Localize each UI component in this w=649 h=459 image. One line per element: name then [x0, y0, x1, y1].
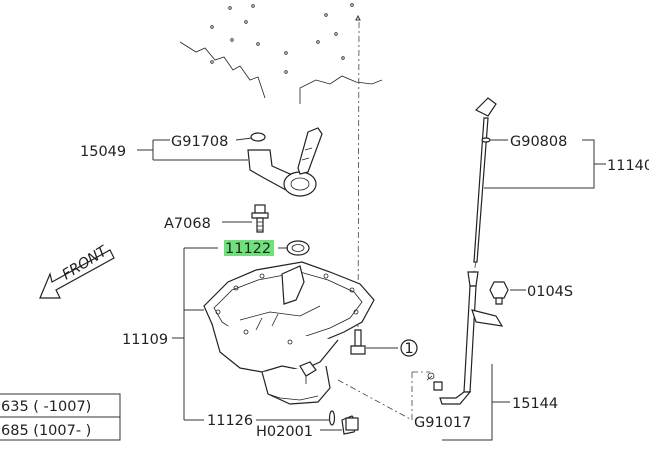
oil-strainer: [247, 127, 323, 197]
table-row-2: 685 (1007- ): [1, 423, 91, 439]
leader-lines: [137, 137, 606, 441]
ref-1-label: 1: [404, 341, 413, 357]
gasket-11122: [286, 240, 310, 256]
drain-plug: [328, 410, 359, 435]
bolt-ref1: [350, 329, 366, 355]
engine-block: [179, 3, 383, 104]
callout-11140[interactable]: 11140: [607, 158, 649, 174]
callout-g91017[interactable]: G91017: [414, 415, 471, 431]
dashed-guides: [337, 261, 477, 421]
applicability-table: 635 ( -1007) 685 (1007- ): [0, 393, 121, 441]
callout-g91708[interactable]: G91708: [171, 134, 228, 150]
ref-circle: [400, 339, 418, 357]
bolt-a7068: [251, 204, 269, 233]
callout-11122[interactable]: 11122: [225, 241, 271, 257]
center-axis: [357, 21, 360, 341]
callout-0104s[interactable]: 0104S: [527, 284, 573, 300]
highlight-11122: [224, 240, 274, 256]
table-row-1: 635 ( -1007): [1, 399, 91, 415]
callout-g90808[interactable]: G90808: [510, 134, 567, 150]
oil-level-gauge: [473, 97, 497, 263]
callout-11109[interactable]: 11109: [122, 332, 168, 348]
callout-11126[interactable]: 11126: [207, 413, 253, 429]
callout-h02001[interactable]: H02001: [256, 424, 313, 440]
front-arrow: FRONT: [39, 243, 115, 299]
oil-pan: [203, 261, 375, 405]
callout-a7068[interactable]: A7068: [164, 216, 211, 232]
bolt-0104s: [489, 281, 509, 305]
oring-g91017: [426, 372, 443, 391]
gauge-guide: [439, 271, 504, 405]
callout-15144[interactable]: 15144: [512, 396, 558, 412]
callout-15049[interactable]: 15049: [80, 144, 126, 160]
